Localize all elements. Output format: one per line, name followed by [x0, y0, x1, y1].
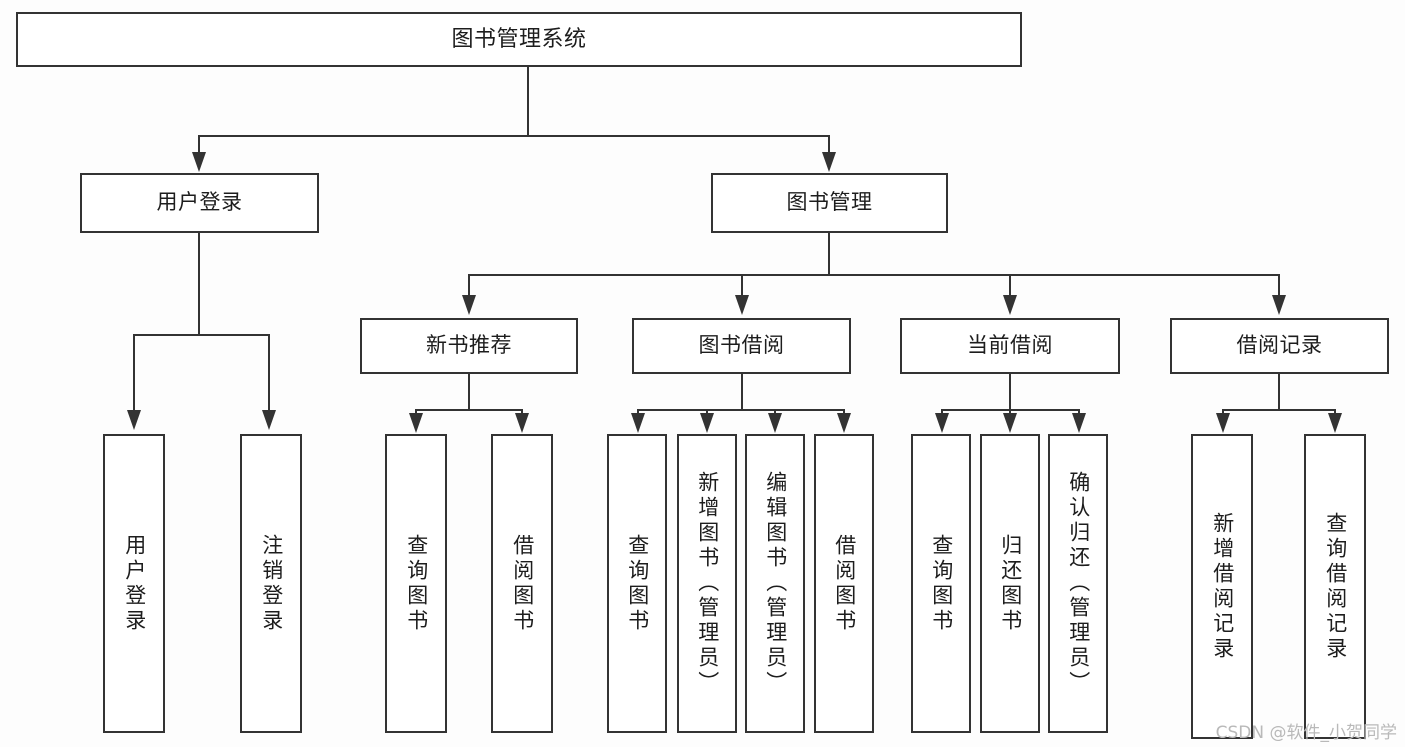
arrowhead-to-book-management [822, 152, 836, 172]
arrowhead-current-borrow [1003, 295, 1017, 315]
arrowhead-book-borrow-leaf-1 [631, 413, 645, 433]
arrowhead-borrow-record [1272, 295, 1286, 315]
node-label: 查询图书 [929, 533, 954, 634]
connector-new-book-stem [468, 374, 470, 410]
connector-user-login-to-leaf-1 [133, 334, 135, 414]
connector-bm-to-book-borrow [741, 274, 743, 298]
leaf-borrow-record-add-record[interactable]: 新增借阅记录 [1191, 434, 1253, 739]
connector-borrow-record-bus [1222, 409, 1336, 411]
node-label: 查询借阅记录 [1323, 511, 1348, 662]
leaf-new-book-borrow-book[interactable]: 借阅图书 [491, 434, 553, 733]
node-label: 新增图书（管理员） [695, 471, 720, 696]
node-label: 用户登录 [156, 190, 243, 215]
node-book-borrow[interactable]: 图书借阅 [632, 318, 851, 374]
node-label: 借阅记录 [1236, 333, 1323, 358]
connector-root-to-user-login [198, 135, 200, 157]
connector-bm-to-new-book [468, 274, 470, 298]
arrowhead-borrow-record-leaf-1 [1216, 413, 1230, 433]
leaf-book-borrow-edit-book-admin[interactable]: 编辑图书（管理员） [745, 434, 805, 733]
node-book-management[interactable]: 图书管理 [711, 173, 948, 233]
node-user-login[interactable]: 用户登录 [80, 173, 319, 233]
arrowhead-user-login-leaf-2 [262, 410, 276, 430]
connector-new-book-bus [415, 409, 523, 411]
arrowhead-book-borrow-leaf-3 [768, 413, 782, 433]
leaf-user-login-logout[interactable]: 注销登录 [240, 434, 302, 733]
node-label: 借阅图书 [510, 533, 535, 634]
node-label: 查询图书 [404, 533, 429, 634]
arrowhead-to-user-login [192, 152, 206, 172]
leaf-borrow-record-query-record[interactable]: 查询借阅记录 [1304, 434, 1366, 739]
arrowhead-new-book-recommend [462, 295, 476, 315]
leaf-book-borrow-query-book[interactable]: 查询图书 [607, 434, 667, 733]
node-label: 用户登录 [122, 533, 147, 634]
arrowhead-borrow-record-leaf-2 [1328, 413, 1342, 433]
arrowhead-current-borrow-leaf-2 [1003, 413, 1017, 433]
connector-borrow-record-stem [1278, 374, 1280, 410]
connector-bm-to-current-borrow [1009, 274, 1011, 298]
connector-user-login-stem [198, 233, 200, 335]
node-label: 借阅图书 [832, 533, 857, 634]
leaf-current-borrow-query-book[interactable]: 查询图书 [911, 434, 971, 733]
leaf-user-login-login[interactable]: 用户登录 [103, 434, 165, 733]
leaf-book-borrow-borrow-book[interactable]: 借阅图书 [814, 434, 874, 733]
node-label: 查询图书 [625, 533, 650, 634]
connector-book-management-bus [468, 274, 1280, 276]
connector-book-management-stem [828, 233, 830, 275]
connector-root-bus [198, 135, 830, 137]
leaf-new-book-query-book[interactable]: 查询图书 [385, 434, 447, 733]
connector-user-login-bus [133, 334, 268, 336]
node-label: 图书管理 [786, 190, 873, 215]
node-root-book-management-system[interactable]: 图书管理系统 [16, 12, 1022, 67]
connector-book-borrow-stem [741, 374, 743, 410]
arrowhead-book-borrow-leaf-4 [837, 413, 851, 433]
node-label: 确认归还（管理员） [1066, 471, 1091, 696]
leaf-current-borrow-return-book[interactable]: 归还图书 [980, 434, 1040, 733]
connector-current-borrow-stem [1009, 374, 1011, 410]
node-current-borrow[interactable]: 当前借阅 [900, 318, 1120, 374]
node-label: 编辑图书（管理员） [763, 471, 788, 696]
arrowhead-new-book-leaf-1 [409, 413, 423, 433]
leaf-book-borrow-add-book-admin[interactable]: 新增图书（管理员） [677, 434, 737, 733]
node-label: 图书管理系统 [451, 26, 587, 52]
connector-bm-to-borrow-record [1278, 274, 1280, 298]
node-label: 新书推荐 [426, 333, 512, 358]
leaf-current-borrow-confirm-return-admin[interactable]: 确认归还（管理员） [1048, 434, 1108, 733]
node-label: 归还图书 [998, 533, 1023, 634]
node-label: 图书借阅 [698, 333, 785, 358]
node-new-book-recommend[interactable]: 新书推荐 [360, 318, 578, 374]
node-label: 新增借阅记录 [1210, 511, 1235, 662]
arrowhead-book-borrow-leaf-2 [700, 413, 714, 433]
arrowhead-current-borrow-leaf-3 [1072, 413, 1086, 433]
connector-root-to-book-management [828, 135, 830, 157]
node-borrow-record[interactable]: 借阅记录 [1170, 318, 1389, 374]
connector-user-login-to-leaf-2 [268, 334, 270, 414]
arrowhead-user-login-leaf-1 [127, 410, 141, 430]
arrowhead-book-borrow [735, 295, 749, 315]
connector-book-borrow-bus [637, 409, 845, 411]
node-label: 注销登录 [259, 533, 284, 634]
node-label: 当前借阅 [967, 333, 1053, 358]
arrowhead-new-book-leaf-2 [515, 413, 529, 433]
connector-root-stem [527, 67, 529, 135]
arrowhead-current-borrow-leaf-1 [935, 413, 949, 433]
